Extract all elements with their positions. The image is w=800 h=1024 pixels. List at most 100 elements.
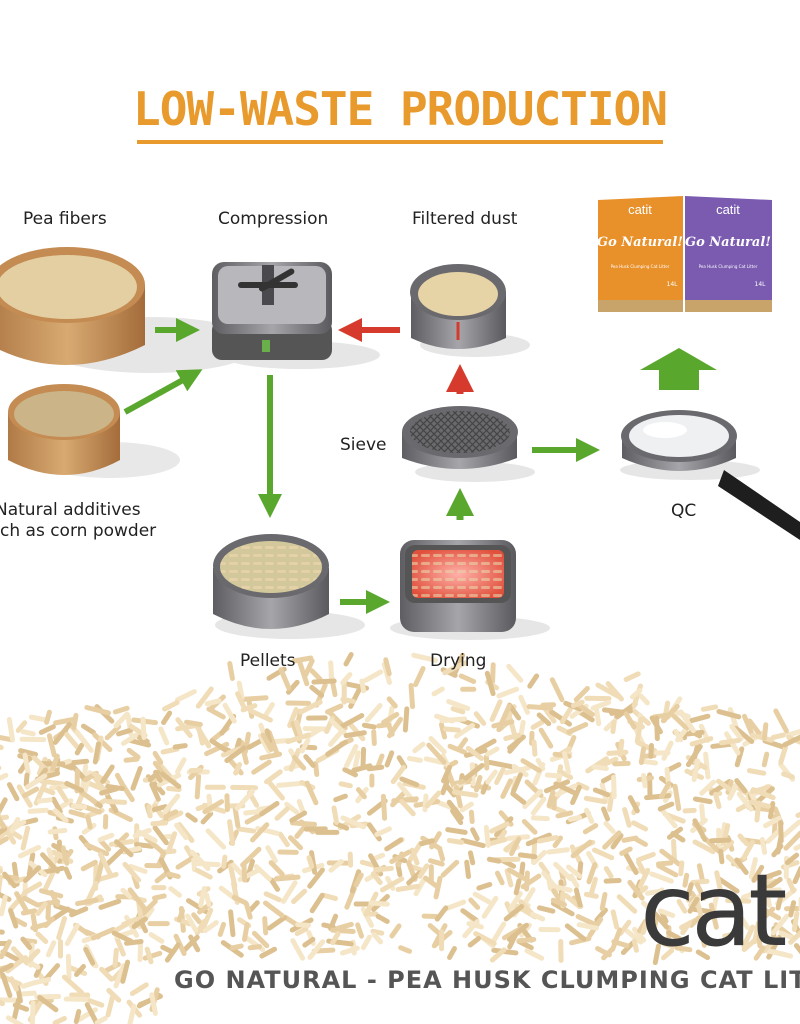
- pellet: [530, 815, 550, 822]
- pellet: [139, 898, 158, 917]
- pellet: [692, 796, 713, 805]
- natural-additives-bowl: [8, 384, 180, 478]
- pellet: [0, 836, 9, 846]
- pellet: [660, 703, 680, 724]
- pellet: [333, 793, 348, 803]
- pellet: [70, 803, 88, 810]
- pellet: [648, 743, 654, 759]
- pellet: [144, 862, 163, 869]
- pellet: [108, 807, 133, 823]
- pellet: [737, 833, 750, 847]
- pellet: [623, 671, 641, 682]
- pellet: [446, 837, 465, 845]
- pellet: [658, 805, 678, 829]
- label-drying: Drying: [430, 651, 487, 671]
- pellet: [563, 892, 583, 910]
- pellet: [224, 745, 247, 764]
- pellet: [154, 870, 169, 884]
- pellet: [189, 849, 211, 872]
- pellet: [60, 846, 70, 866]
- pellet: [234, 788, 256, 811]
- pellet: [0, 826, 8, 843]
- pellet: [204, 698, 222, 707]
- pellet: [434, 905, 449, 922]
- arrow-additives-to-compression: [123, 369, 203, 415]
- pellet: [285, 732, 311, 745]
- pellet: [44, 709, 52, 725]
- pellet: [489, 821, 510, 834]
- pellet: [52, 721, 72, 745]
- pellet: [6, 782, 20, 802]
- pellet: [331, 805, 340, 825]
- pellet: [370, 871, 383, 886]
- pellet: [489, 947, 507, 963]
- pellet: [343, 730, 367, 739]
- pellet: [616, 894, 638, 914]
- pellet: [0, 972, 13, 998]
- pellet: [586, 862, 598, 885]
- pellet: [722, 930, 744, 939]
- purple-box-volume: 14L: [755, 281, 767, 288]
- pellet: [634, 716, 644, 744]
- pellet: [718, 737, 742, 746]
- pellet: [297, 660, 310, 687]
- pellet: [325, 739, 348, 757]
- pellet: [518, 694, 531, 715]
- pellet: [231, 894, 249, 906]
- pellet: [0, 996, 5, 1007]
- arrow-qc-to-product: [640, 348, 717, 390]
- pellet: [716, 709, 742, 720]
- label-natural-additives-1: Natural additives: [0, 500, 141, 520]
- pellet: [340, 672, 353, 686]
- pellet: [247, 944, 263, 951]
- pellet: [35, 931, 49, 944]
- pellet: [64, 780, 85, 793]
- pellet: [718, 848, 725, 865]
- pellet: [700, 704, 719, 712]
- pellet: [748, 857, 758, 880]
- pellet: [640, 916, 651, 935]
- pellet: [551, 888, 563, 903]
- pellet: [14, 891, 30, 914]
- pellet: [108, 838, 135, 847]
- pellet: [494, 767, 506, 786]
- pellet: [291, 888, 308, 905]
- pellet: [58, 939, 63, 959]
- pellet: [338, 781, 353, 789]
- pellet: [390, 764, 407, 785]
- pellet: [268, 860, 285, 877]
- pellet: [47, 827, 68, 835]
- pellet: [166, 871, 181, 879]
- pellet: [27, 807, 49, 814]
- pellet: [375, 913, 390, 924]
- pellet: [637, 867, 651, 889]
- pellet: [703, 751, 711, 780]
- pellet: [729, 724, 744, 742]
- pellet: [644, 888, 664, 896]
- pellet: [46, 733, 57, 758]
- pellet: [439, 716, 468, 724]
- pellet: [389, 849, 412, 865]
- purple-box-brand: catit: [716, 202, 740, 217]
- pellet: [30, 913, 38, 933]
- pellet: [424, 790, 442, 809]
- pellet: [71, 712, 79, 731]
- pellet: [328, 660, 335, 682]
- pellet: [510, 791, 527, 805]
- pellet: [152, 893, 167, 901]
- pellet: [734, 778, 748, 794]
- pellet: [339, 713, 365, 729]
- pellet: [306, 855, 315, 869]
- pellet: [24, 773, 48, 790]
- pellet: [650, 917, 659, 939]
- pellet: [78, 789, 98, 805]
- pellet: [562, 751, 571, 775]
- pellet: [26, 948, 41, 964]
- pellet: [590, 699, 612, 711]
- pellet: [460, 908, 479, 923]
- pellet: [444, 899, 467, 912]
- pellet: [687, 896, 700, 914]
- pellet: [167, 831, 178, 851]
- pellet: [43, 963, 61, 982]
- product-box-purple: catit Go Natural! Pea Husk Clumping Cat …: [685, 196, 772, 312]
